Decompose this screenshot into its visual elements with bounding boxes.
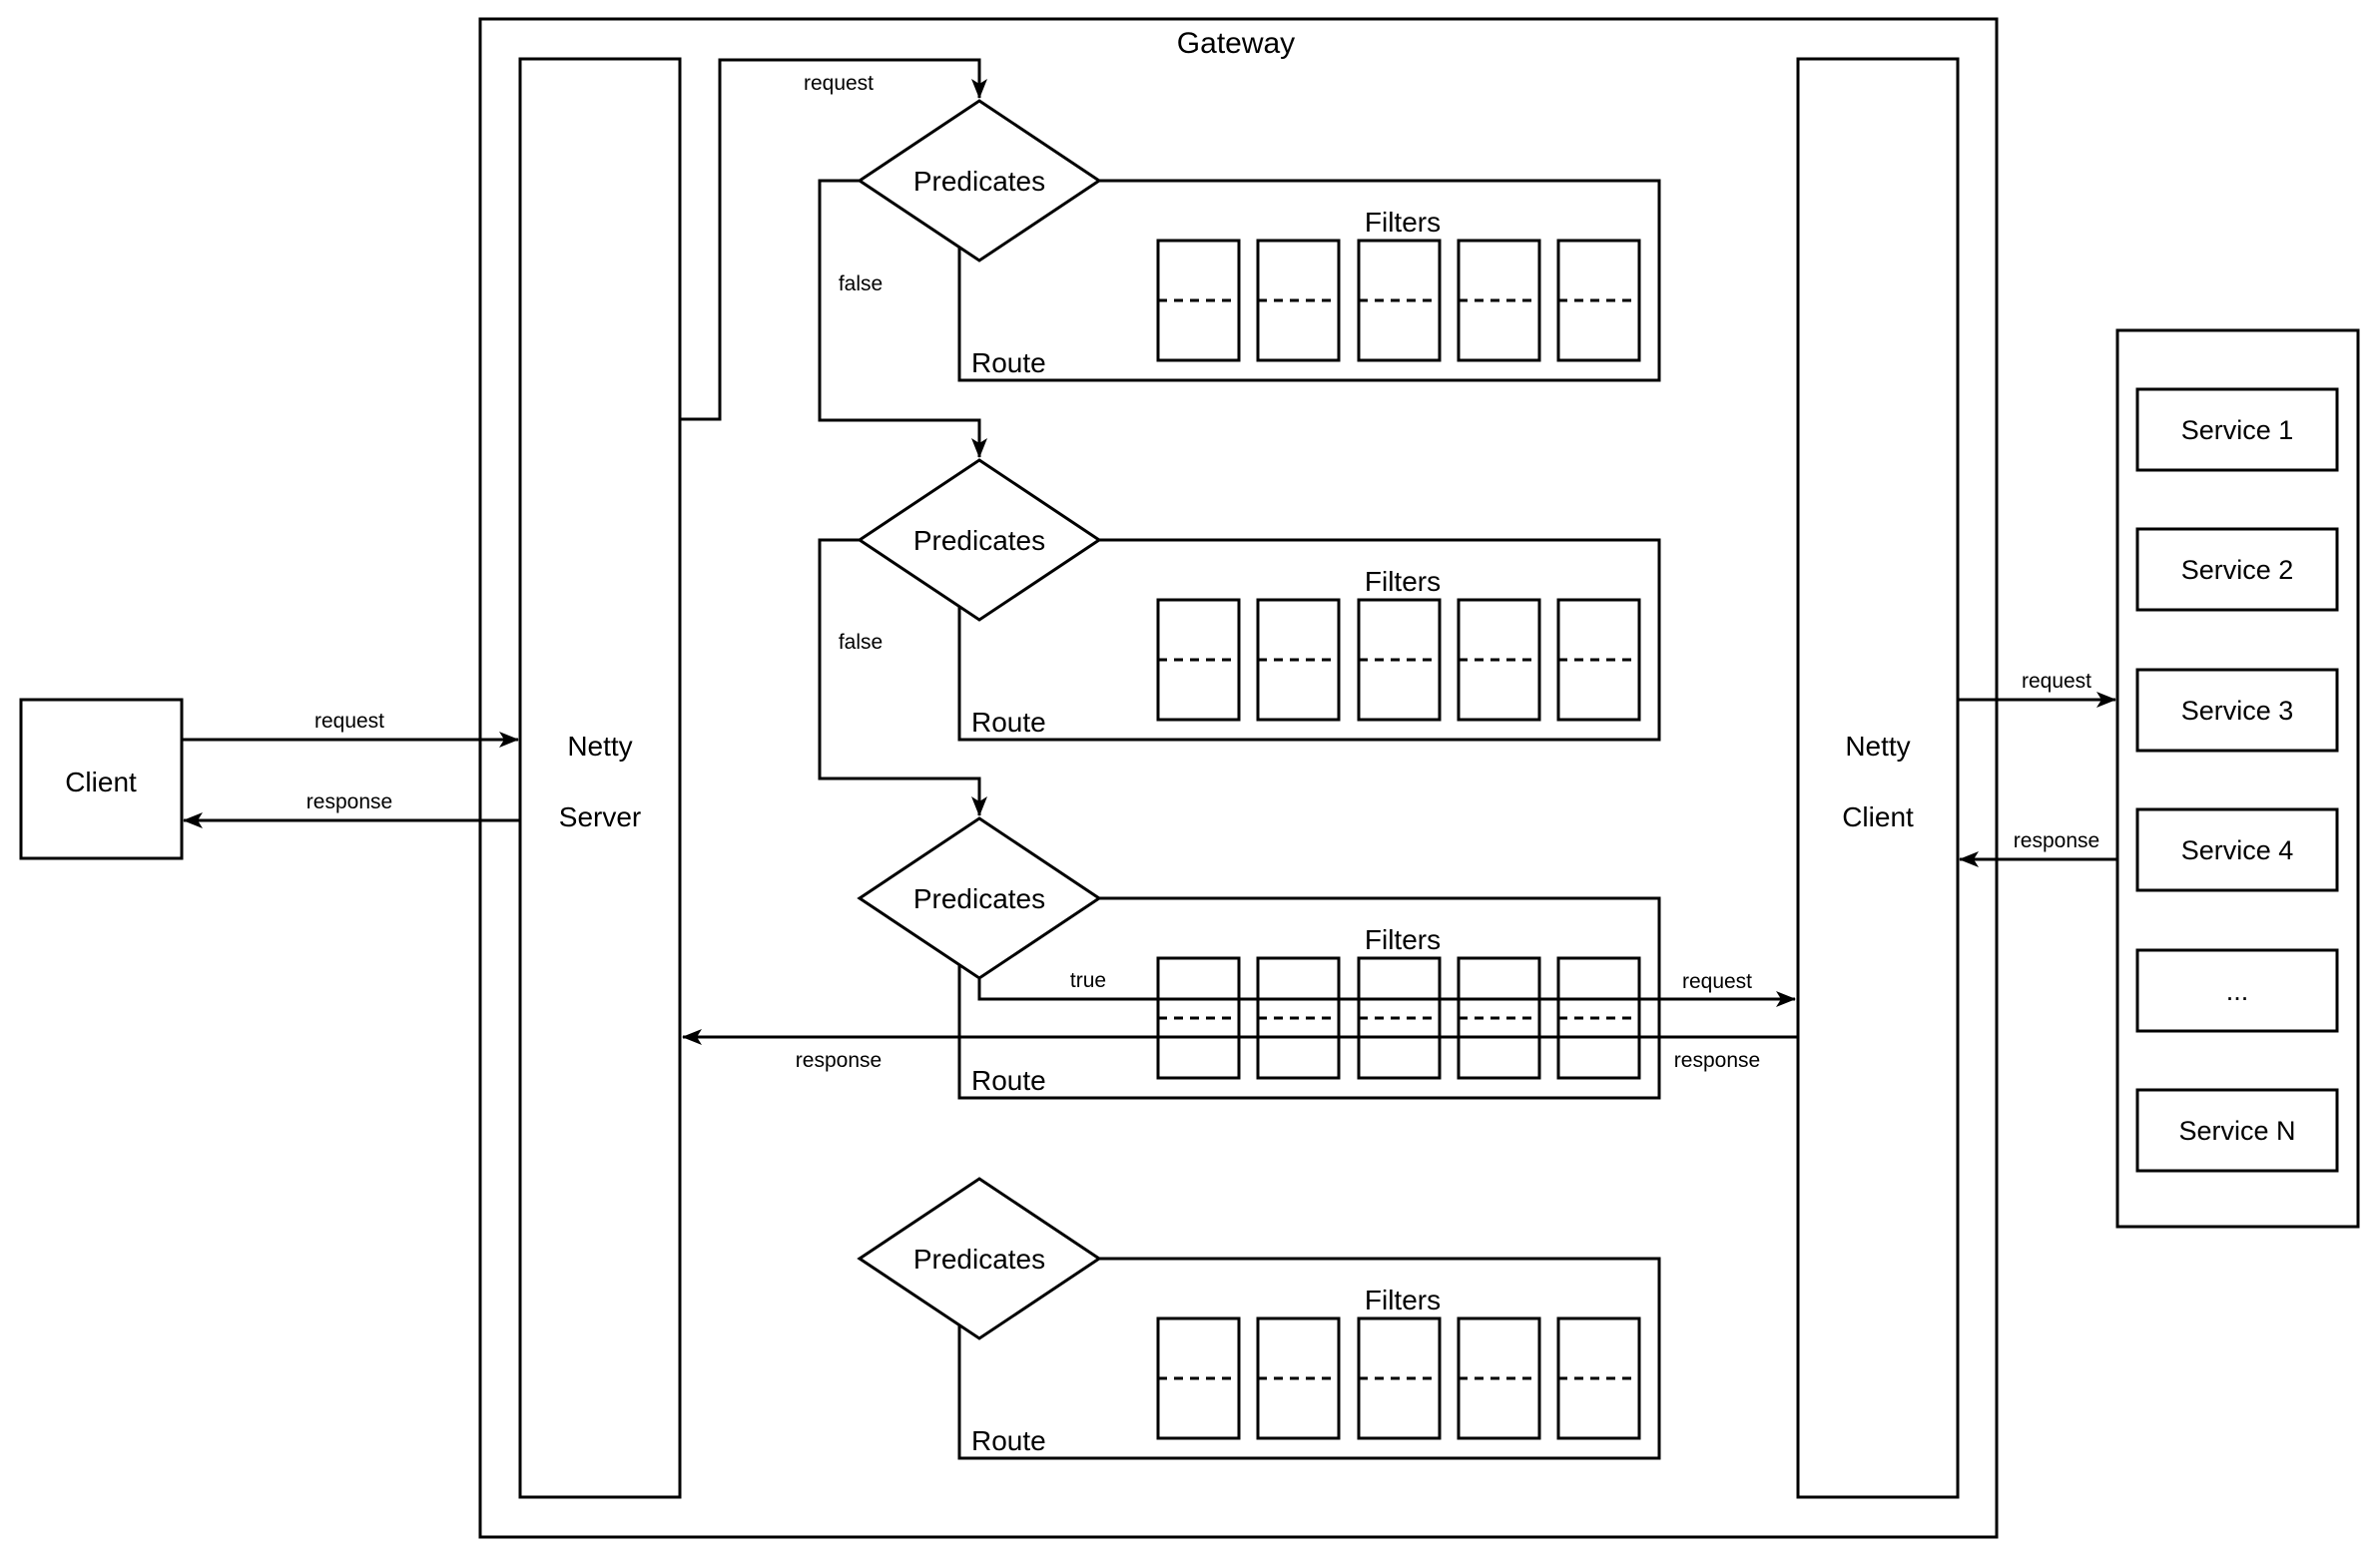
route-label: Route: [971, 1065, 1046, 1096]
route-group-4: Route Filters Predicates: [857, 1177, 1661, 1460]
service-row-label: Service 2: [2181, 555, 2294, 585]
netty-client-label-line1: Netty: [1845, 731, 1910, 762]
route-label: Route: [971, 347, 1046, 378]
route-label: Route: [971, 707, 1046, 738]
predicates-diamond: [857, 99, 1102, 262]
service-row: [2135, 1088, 2339, 1173]
filter-chain: [1156, 598, 1641, 722]
service-row-label: Service 4: [2181, 835, 2294, 865]
filter-chain: [1156, 956, 1641, 1080]
service-rows: Service 1 Service 2 Service 3 Service 4 …: [2135, 387, 2339, 1173]
route-group-3: Route Filters Predicates: [857, 816, 1661, 1100]
gateway-box: [478, 17, 1999, 1539]
service-row: [2135, 948, 2339, 1033]
predicates-label: Predicates: [913, 525, 1045, 556]
true-label: true: [1070, 969, 1106, 992]
false-arrow-1: [818, 179, 987, 458]
filters-label: Filters: [1365, 924, 1441, 955]
gateway-title: Gateway: [1177, 27, 1295, 60]
route-response-label-right: response: [1674, 1049, 1760, 1072]
netty-server-label-line1: Netty: [567, 731, 632, 762]
netty-client-label-line2: Client: [1842, 801, 1914, 832]
predicates-label: Predicates: [913, 1244, 1045, 1275]
client-box: [19, 698, 184, 860]
netty-client-request-label: request: [2022, 670, 2091, 693]
service-row-label: ...: [2226, 976, 2249, 1006]
services-box: [2115, 328, 2360, 1229]
service-row-label: Service 1: [2181, 415, 2294, 445]
netty-server-box: [518, 57, 682, 1499]
false-label-2: false: [839, 631, 883, 654]
netty-client-box: [1796, 57, 1960, 1499]
false-label-1: false: [839, 272, 883, 295]
client-request-label: request: [314, 710, 384, 733]
service-row: [2135, 807, 2339, 892]
client-response-label: response: [306, 790, 392, 813]
predicates-label: Predicates: [913, 883, 1045, 914]
route-group-1: Route Filters Predicates: [857, 99, 1661, 382]
service-row: [2135, 668, 2339, 753]
filters-label: Filters: [1365, 1285, 1441, 1315]
server-request-label: request: [804, 72, 874, 95]
route-group-2: Route Filters Predicates: [857, 458, 1661, 742]
client-label: Client: [65, 767, 137, 797]
route-response-label-left: response: [796, 1049, 882, 1072]
netty-server-label-line2: Server: [559, 801, 641, 832]
edges: request response request false false tru…: [182, 58, 2117, 1072]
route-label: Route: [971, 1425, 1046, 1456]
filters-label: Filters: [1365, 566, 1441, 597]
filter-chain: [1156, 1316, 1641, 1440]
service-row-label: Service N: [2178, 1116, 2295, 1146]
service-row: [2135, 527, 2339, 612]
route-request-label: request: [1682, 970, 1752, 993]
true-request-arrow: [977, 979, 1796, 1007]
predicates-label: Predicates: [913, 166, 1045, 197]
service-row-label: Service 3: [2181, 696, 2294, 726]
filter-chain: [1156, 239, 1641, 362]
server-request-arrow: [680, 58, 987, 421]
filters-label: Filters: [1365, 207, 1441, 238]
false-arrow-2: [818, 538, 987, 816]
predicates-diamond: [857, 1177, 1102, 1340]
services-response-label: response: [2014, 829, 2099, 852]
service-row: [2135, 387, 2339, 472]
predicates-diamond: [857, 458, 1102, 622]
predicates-diamond: [857, 816, 1102, 980]
